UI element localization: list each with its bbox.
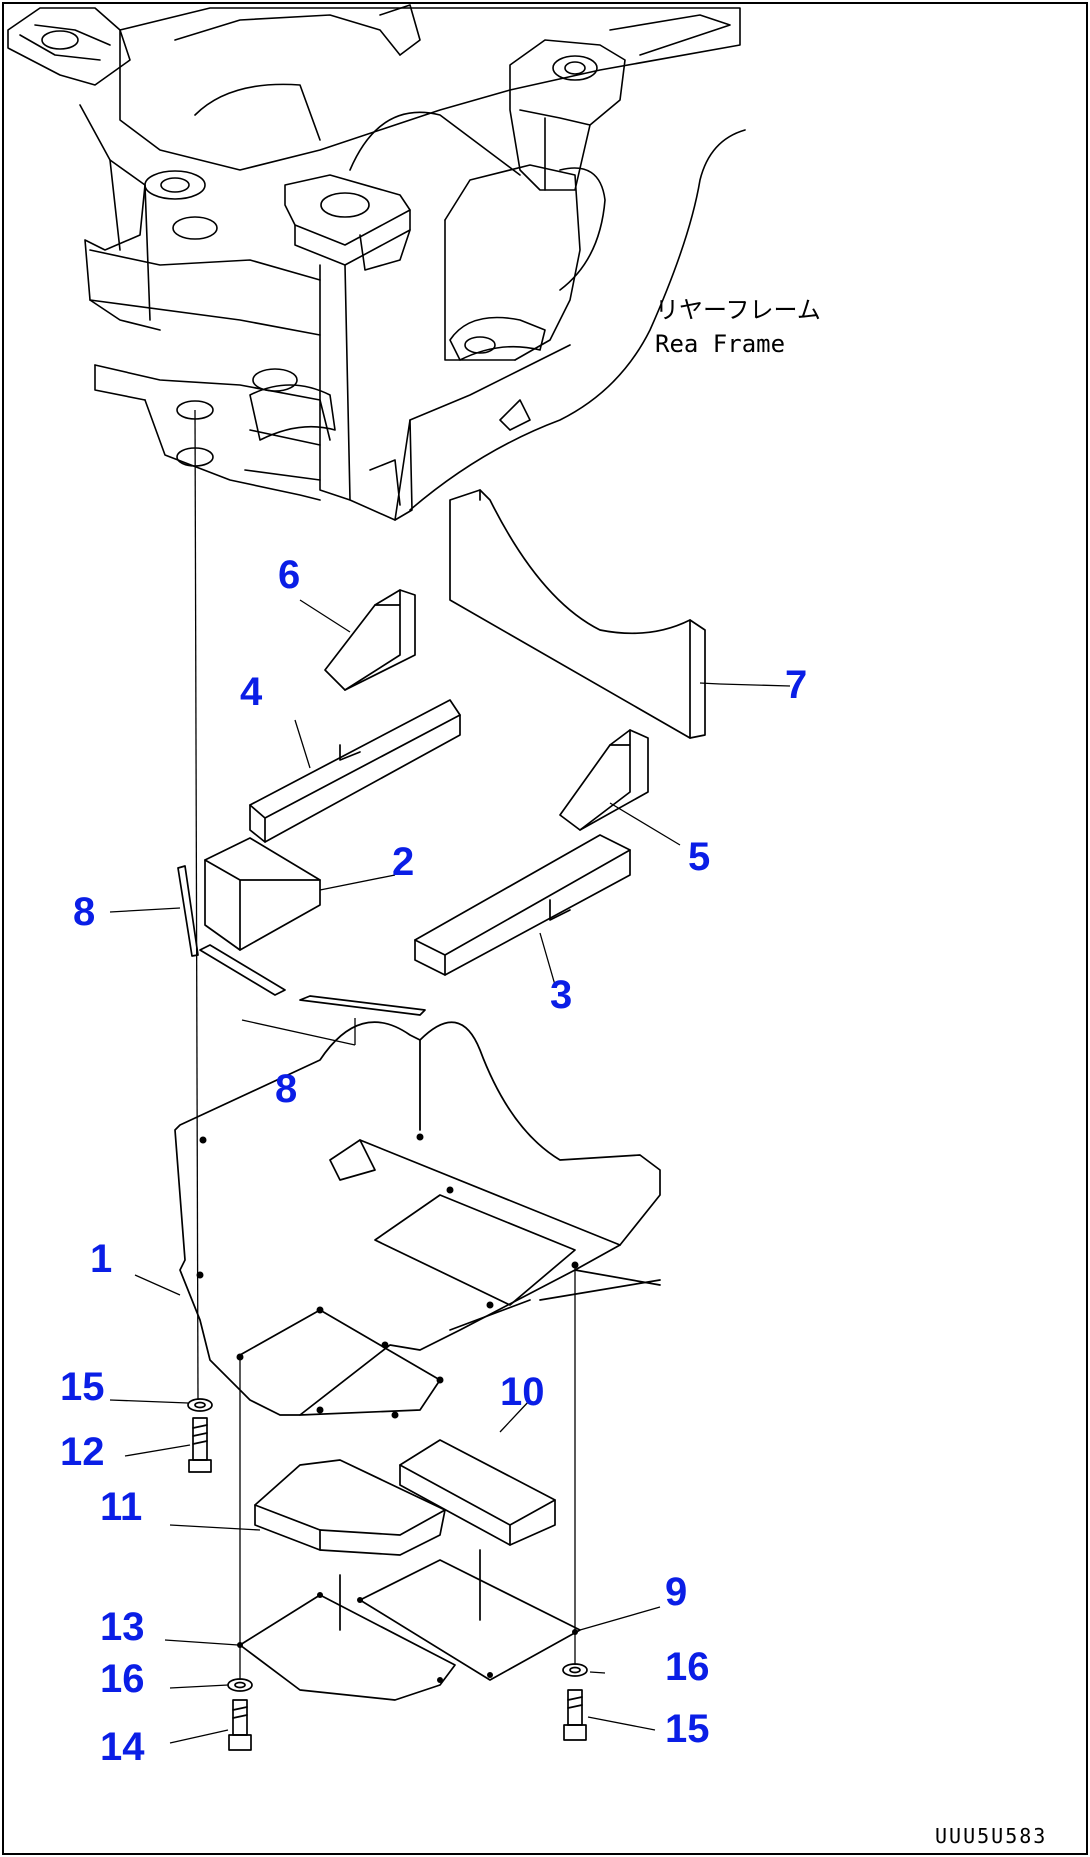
assembly-lines	[194, 409, 576, 1680]
leader-lines	[109, 599, 791, 1744]
part-8-shims	[177, 865, 426, 1016]
part-15-bolt-left	[228, 1699, 252, 1751]
part-13-bolt	[188, 1417, 212, 1473]
rear-frame	[7, 4, 746, 521]
callout-14[interactable]: 15	[60, 1365, 105, 1409]
part-10-block	[399, 1439, 556, 1546]
part-2-block	[204, 837, 321, 951]
callout-9[interactable]: 9	[665, 1570, 687, 1614]
callout-11[interactable]: 13	[100, 1605, 145, 1649]
callout-10[interactable]: 10	[500, 1370, 545, 1414]
part-9-plate	[357, 1549, 581, 1681]
frame-label-jp: リヤーフレーム	[655, 296, 821, 324]
part-5-wedge	[559, 729, 649, 831]
part-4-bar	[249, 699, 461, 843]
callout-3[interactable]: 3	[550, 973, 572, 1017]
callouts: 6 7 4 5 2 8 3 8 1 15 10 12 11 9 13 16 16…	[60, 553, 807, 1769]
callout-8-upper[interactable]: 8	[73, 890, 95, 934]
callout-5[interactable]: 5	[688, 835, 710, 879]
part-14-washer	[187, 1398, 213, 1412]
callout-7[interactable]: 7	[785, 663, 807, 707]
part-3-bar	[414, 834, 631, 976]
part-1-cover	[174, 1021, 661, 1419]
drawing-id: UUU5U583	[935, 1824, 1047, 1848]
callout-8-lower[interactable]: 8	[275, 1067, 297, 1111]
callout-16-right[interactable]: 16	[665, 1645, 710, 1689]
callout-1[interactable]: 1	[90, 1237, 112, 1281]
part-15-bolt-right	[563, 1689, 587, 1741]
part-7-plate	[449, 489, 706, 739]
part-6-wedge	[324, 589, 416, 691]
frame-label-en: Rea Frame	[655, 330, 785, 358]
callout-12[interactable]: 11	[100, 1485, 142, 1529]
callout-16-left[interactable]: 16	[100, 1657, 145, 1701]
callout-2[interactable]: 2	[392, 840, 414, 884]
callout-15-right[interactable]: 15	[665, 1707, 710, 1751]
callout-13[interactable]: 12	[60, 1430, 105, 1474]
part-16-washer-right	[562, 1663, 588, 1677]
callout-15-left[interactable]: 14	[100, 1725, 145, 1769]
part-16-washer-left	[227, 1678, 253, 1692]
callout-4[interactable]: 4	[240, 670, 263, 714]
callout-6[interactable]: 6	[278, 553, 300, 597]
part-12-block	[254, 1459, 446, 1556]
